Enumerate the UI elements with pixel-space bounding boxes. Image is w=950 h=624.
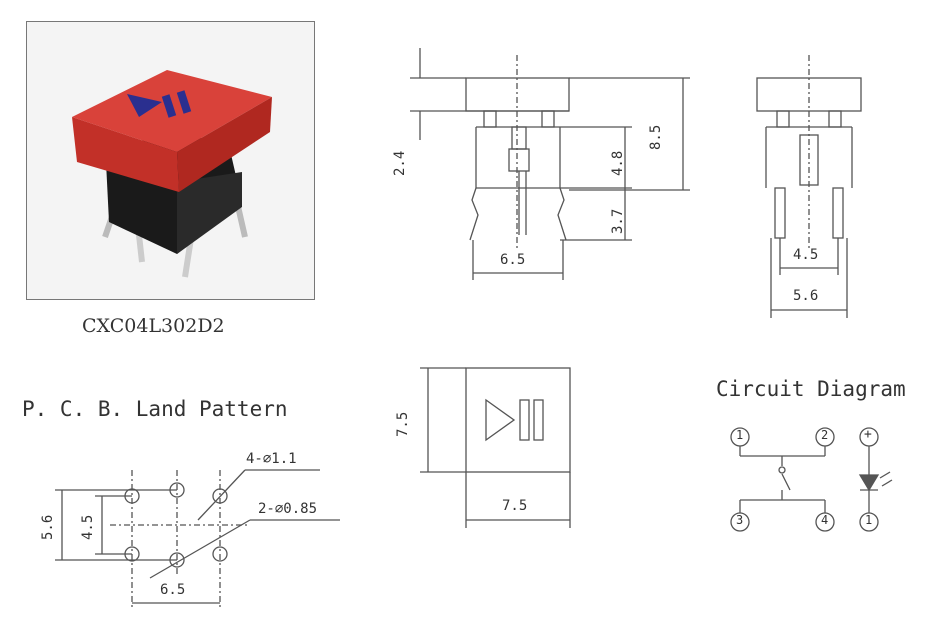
- dim-pcb-outer: 5.6: [40, 514, 56, 540]
- circuit-diagram-drawing: [730, 427, 893, 532]
- pin-3-label: 3: [736, 513, 744, 527]
- product-photo: [26, 21, 315, 300]
- dim-pcb-inner: 4.5: [80, 514, 96, 540]
- pcb-pattern-drawing: [55, 469, 340, 610]
- front-view-drawing: [756, 55, 862, 318]
- dim-front-outer: 5.6: [793, 288, 819, 304]
- pin-4-label: 4: [821, 513, 829, 527]
- dim-side-width: 6.5: [500, 252, 526, 268]
- dim-hole-small: 2-⌀0.85: [258, 501, 318, 517]
- dim-top-width: 7.5: [502, 498, 528, 514]
- dim-stem: 4.8: [610, 150, 626, 176]
- led-minus-label: 1: [865, 513, 873, 527]
- side-view-drawing: [410, 48, 690, 280]
- dim-top-height: 7.5: [395, 411, 411, 437]
- circuit-title: Circuit Diagram: [716, 377, 906, 401]
- dim-pcb-width: 6.5: [160, 582, 186, 598]
- play-pause-icon: [127, 90, 192, 118]
- dim-top-gap: 2.4: [392, 150, 408, 176]
- pin-2-label: 2: [821, 428, 829, 442]
- dim-pin: 3.7: [610, 208, 626, 234]
- dim-height: 8.5: [648, 124, 664, 150]
- dim-hole-large: 4-⌀1.1: [246, 451, 297, 467]
- model-label: CXC04L302D2: [82, 315, 225, 337]
- pin-1-label: 1: [736, 428, 744, 442]
- led-plus-label: +: [864, 427, 872, 442]
- top-view-drawing: [420, 367, 571, 528]
- dim-front-inner: 4.5: [793, 247, 819, 263]
- button-illustration: [72, 70, 272, 278]
- pcb-title: P. C. B. Land Pattern: [22, 397, 288, 421]
